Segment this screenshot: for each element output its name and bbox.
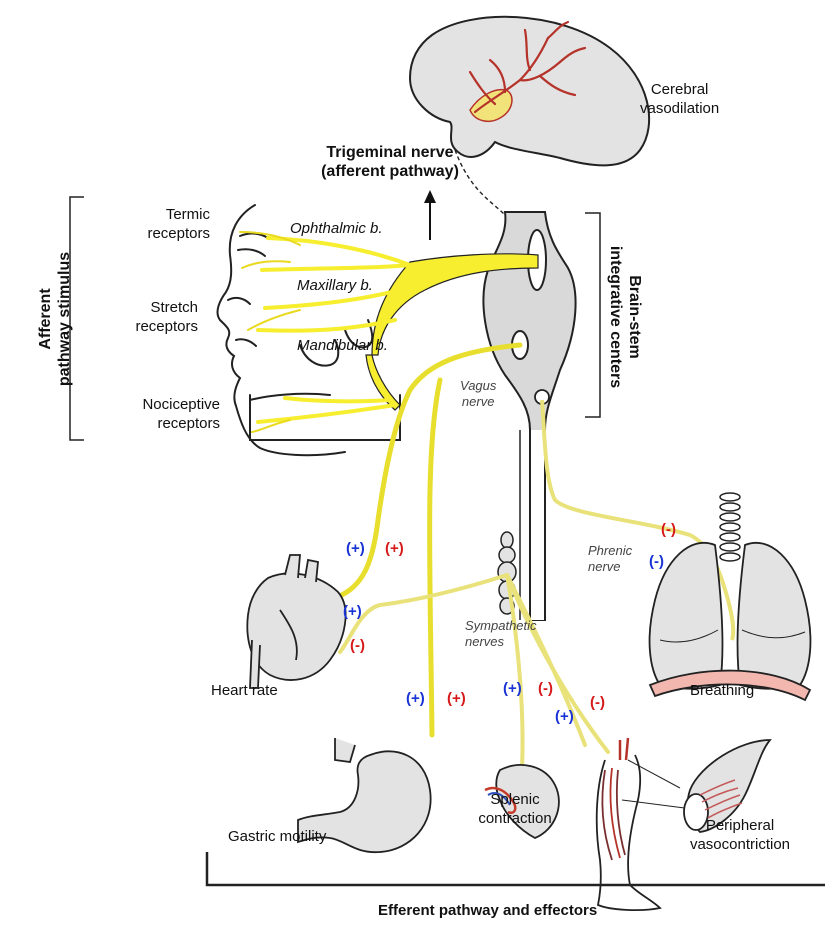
peripheral-label-line1: Peripheral bbox=[670, 816, 810, 835]
phrenic-minus-red-sign: (-) bbox=[661, 521, 676, 538]
nociceptive-label: Nociceptive receptors bbox=[90, 395, 220, 433]
sympathetic-nerves bbox=[340, 575, 608, 768]
termic-label-line1: Termic bbox=[100, 205, 210, 224]
afferent-stimulus-line2: pathway stimulus bbox=[55, 209, 74, 429]
vagus-label-line2: nerve bbox=[460, 394, 496, 410]
nociceptive-label-line1: Nociceptive bbox=[90, 395, 220, 414]
sympathetic-label-line2: nerves bbox=[465, 634, 537, 650]
brainstem-label-line1: Brain-stem bbox=[625, 207, 644, 427]
cerebral-label-line1: Cerebral bbox=[640, 80, 719, 99]
sympathetic-label: Sympathetic nerves bbox=[465, 618, 537, 650]
trigeminal-title-line1: Trigeminal nerve bbox=[300, 143, 480, 162]
heart-rate-label: Heart rate bbox=[211, 681, 278, 700]
sympathetic-heart-minus-sign: (-) bbox=[350, 637, 365, 654]
sympathetic-label-line1: Sympathetic bbox=[465, 618, 537, 634]
stretch-label: Stretch receptors bbox=[90, 298, 198, 336]
nociceptive-label-line2: receptors bbox=[90, 414, 220, 433]
brainstem-illustration bbox=[483, 212, 575, 620]
efferent-title: Efferent pathway and effectors bbox=[378, 901, 597, 920]
brainstem-label-line2: integrative centers bbox=[606, 207, 625, 427]
mandibular-label: Mandibular b. bbox=[297, 336, 388, 355]
splenic-label: Splenic contraction bbox=[460, 790, 570, 828]
termic-label: Termic receptors bbox=[100, 205, 210, 243]
stretch-label-line1: Stretch bbox=[90, 298, 198, 317]
splenic-label-line2: contraction bbox=[460, 809, 570, 828]
splenic-plus-sign: (+) bbox=[503, 680, 522, 697]
vagus-heart-plus-sign: (+) bbox=[346, 540, 365, 557]
stretch-label-line2: receptors bbox=[90, 317, 198, 336]
heart-illustration bbox=[247, 555, 345, 688]
phrenic-label-line2: nerve bbox=[588, 559, 632, 575]
termic-label-line2: receptors bbox=[100, 224, 210, 243]
peripheral-minus-sign: (-) bbox=[590, 694, 605, 711]
peripheral-label: Peripheral vasocontriction bbox=[670, 816, 810, 854]
gastric-plus-red-sign: (+) bbox=[447, 690, 466, 707]
afferent-arrow bbox=[424, 190, 436, 240]
gastric-motility-label: Gastric motility bbox=[228, 827, 326, 846]
vagus-label-line1: Vagus bbox=[460, 378, 496, 394]
brainstem-bracket bbox=[585, 213, 600, 417]
brainstem-label: Brain-stem integrative centers bbox=[606, 207, 644, 427]
efferent-bracket bbox=[207, 852, 825, 885]
afferent-stimulus-label: Afferent pathway stimulus bbox=[36, 209, 74, 429]
cerebral-label: Cerebral vasodilation bbox=[640, 80, 719, 118]
phrenic-label: Phrenic nerve bbox=[588, 543, 632, 575]
peripheral-plus-sign: (+) bbox=[555, 708, 574, 725]
phrenic-minus-blue-sign: (-) bbox=[649, 553, 664, 570]
peripheral-label-line2: vasocontriction bbox=[670, 835, 810, 854]
vagus-heart-plus-red-sign: (+) bbox=[385, 540, 404, 557]
vagus-label: Vagus nerve bbox=[460, 378, 496, 410]
sympathetic-heart-plus-sign: (+) bbox=[343, 603, 362, 620]
splenic-minus-sign: (-) bbox=[538, 680, 553, 697]
maxillary-label: Maxillary b. bbox=[297, 276, 373, 295]
trigeminal-title: Trigeminal nerve (afferent pathway) bbox=[300, 143, 480, 181]
splenic-label-line1: Splenic bbox=[460, 790, 570, 809]
cerebral-label-line2: vasodilation bbox=[640, 99, 719, 118]
ophthalmic-label: Ophthalmic b. bbox=[290, 219, 383, 238]
trigeminal-title-line2: (afferent pathway) bbox=[300, 162, 480, 181]
gastric-plus-blue-sign: (+) bbox=[406, 690, 425, 707]
phrenic-label-line1: Phrenic bbox=[588, 543, 632, 559]
breathing-label: Breathing bbox=[690, 681, 754, 700]
afferent-stimulus-line1: Afferent bbox=[36, 209, 55, 429]
